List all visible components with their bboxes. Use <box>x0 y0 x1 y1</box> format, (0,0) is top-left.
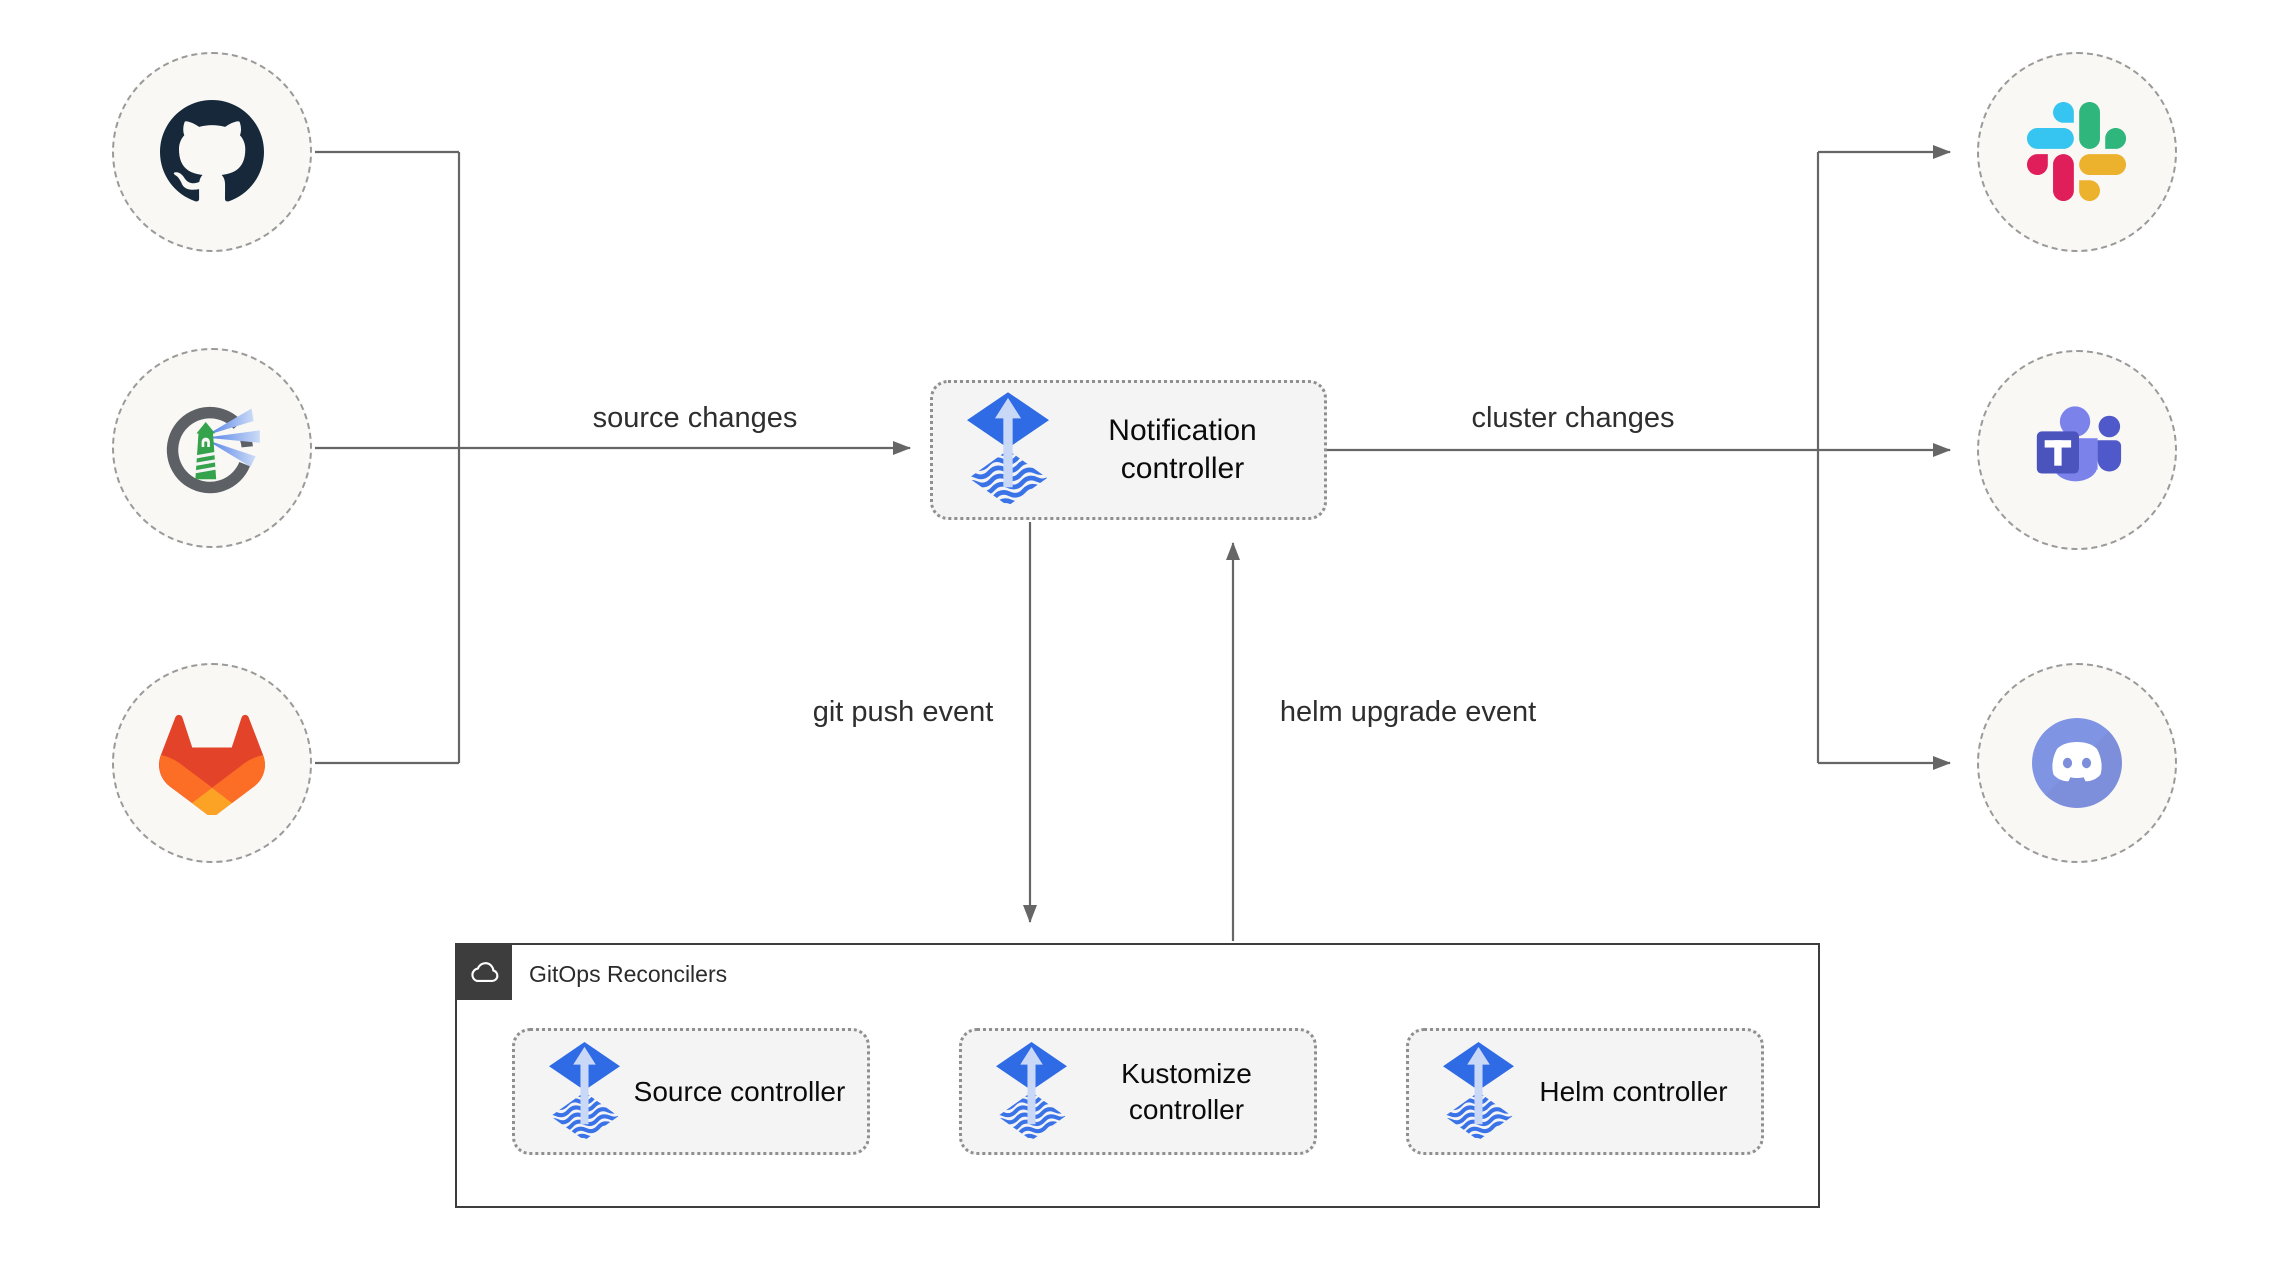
container-corner-badge <box>455 943 512 1000</box>
helm-controller-label: Helm controller <box>1539 1075 1728 1107</box>
kustomize-controller-box: Kustomize controller <box>959 1028 1317 1155</box>
flux-icon <box>967 392 1049 508</box>
flux-icon <box>996 1042 1067 1142</box>
container-title: GitOps Reconcilers <box>529 961 728 987</box>
discord-icon <box>2032 718 2122 808</box>
notification-controller-box: Notification controller <box>930 380 1327 520</box>
slack-icon <box>2027 102 2127 202</box>
kustomize-controller-label: Kustomize controller <box>1121 1057 1252 1125</box>
edge-label-cluster-changes: cluster changes <box>1471 402 1675 434</box>
target-node-discord <box>1977 663 2177 863</box>
gitlab-icon <box>158 714 266 815</box>
flux-icon <box>1443 1042 1514 1142</box>
edge-label-source-changes: source changes <box>592 402 798 434</box>
edge-label-git-push-event: git push event <box>812 696 994 728</box>
cloud-icon <box>470 961 498 982</box>
flux-icon <box>549 1042 620 1142</box>
source-node-gitlab <box>112 663 312 863</box>
source-controller-box: Source controller <box>512 1028 870 1155</box>
edge-label-helm-upgrade-event: helm upgrade event <box>1279 696 1537 728</box>
target-node-teams <box>1977 350 2177 550</box>
github-icon <box>160 100 264 202</box>
harbor-icon <box>166 406 260 494</box>
notification-controller-label: Notification controller <box>1108 413 1257 485</box>
helm-controller-box: Helm controller <box>1406 1028 1764 1155</box>
source-controller-label: Source controller <box>633 1075 846 1107</box>
source-node-harbor <box>112 348 312 548</box>
microsoft-teams-icon <box>2036 406 2122 482</box>
source-node-github <box>112 52 312 252</box>
target-node-slack <box>1977 52 2177 252</box>
gitops-reconcilers-container: GitOps Reconcilers Source controller Kus… <box>455 943 1820 1208</box>
